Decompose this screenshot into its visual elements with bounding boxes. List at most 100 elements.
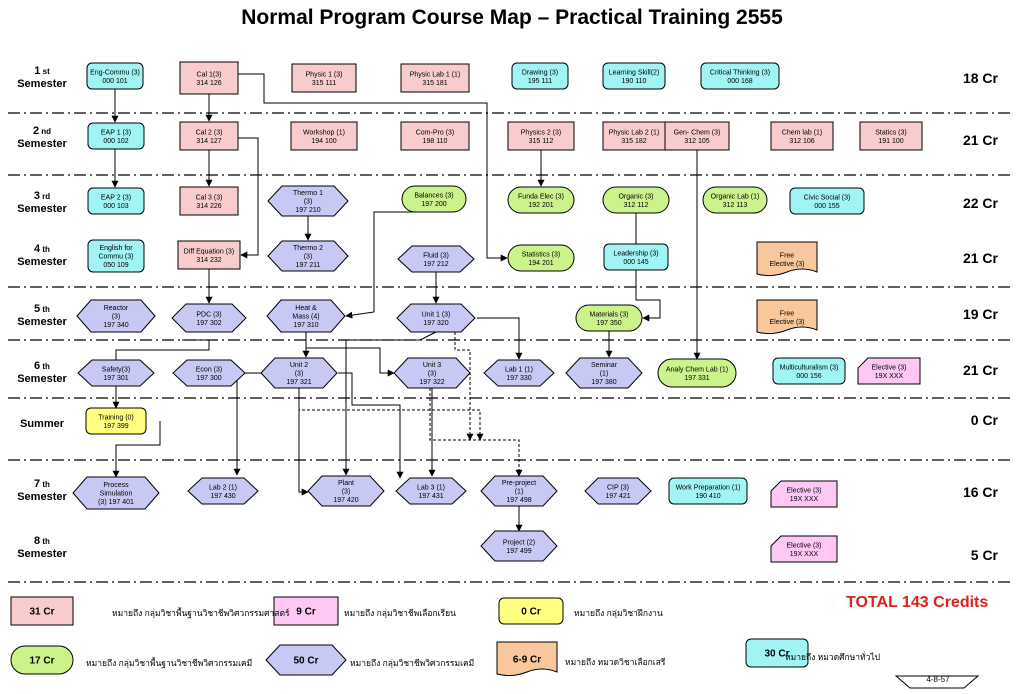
course-training[interactable]: Training (0)197 399	[85, 407, 147, 435]
course-shape	[700, 62, 780, 90]
course-label: Materials (3)	[590, 311, 629, 318]
course-label: Safety(3)	[102, 366, 130, 373]
course-elective7[interactable]: Elective (3)19X XXX	[770, 480, 838, 508]
course-label: English for	[99, 245, 133, 252]
course-shape	[602, 121, 666, 151]
semester-credits: 21 Cr	[962, 362, 998, 378]
course-cal1[interactable]: Cal 1(3)314 126	[179, 61, 239, 95]
course-materials[interactable]: Materials (3)197 350	[575, 304, 643, 332]
course-unit3[interactable]: Unit 3(3)197 322	[393, 357, 471, 389]
course-organic[interactable]: Organic (3)312 112	[602, 186, 670, 214]
course-thermo1[interactable]: Thermo 1(3)197 210	[267, 185, 349, 217]
course-shape	[770, 535, 838, 563]
course-organiclab[interactable]: Organic Lab (1)312 113	[702, 186, 768, 214]
course-project[interactable]: Project (2)197 499	[480, 530, 558, 562]
legend-item: 9 Cr	[273, 596, 339, 626]
course-elective8[interactable]: Elective (3)19X XXX	[770, 535, 838, 563]
course-statics[interactable]: Statics (3)191 100	[859, 121, 923, 151]
course-cal2[interactable]: Cal 2 (3)314 127	[179, 121, 239, 151]
course-fundaelec[interactable]: Funda Elec (3)192 201	[507, 186, 575, 214]
course-shape	[291, 63, 357, 93]
course-label: 197 211	[296, 262, 321, 269]
course-shape	[480, 530, 558, 562]
course-lab3[interactable]: Lab 3 (1)197 431	[395, 477, 467, 505]
course-econ[interactable]: Econ (3)197 300	[172, 359, 246, 387]
course-critical[interactable]: Critical Thinking (3)000 168	[700, 62, 780, 90]
course-label: Unit 2	[290, 362, 308, 369]
course-chemlab[interactable]: Chem lab (1)312 106	[770, 121, 834, 151]
prerequisite-arrow	[635, 213, 661, 322]
course-label: 197 300	[196, 375, 221, 382]
course-fluid[interactable]: Fluid (3)197 212	[397, 245, 475, 273]
course-unit2[interactable]: Unit 2(3)197 321	[260, 357, 338, 389]
legend-credits: 30 Cr	[764, 649, 789, 660]
course-workprep[interactable]: Work Preparation (1)190 410	[668, 477, 748, 505]
course-diffeq[interactable]: Diff Equation (3)314 232	[177, 240, 241, 270]
course-plant[interactable]: Plant(3)197 420	[307, 475, 385, 507]
course-analychem[interactable]: Analy Chem Lab (1)197 331	[657, 358, 737, 388]
course-heatmass[interactable]: Heat &Mass (4)197 310	[266, 299, 346, 333]
course-cip[interactable]: CIP (3)197 421	[584, 477, 652, 505]
course-balances[interactable]: Balances (3)197 200	[401, 185, 467, 213]
course-statistics[interactable]: Statistics (3)194 201	[507, 244, 575, 272]
course-lab2[interactable]: Lab 2 (1)197 430	[187, 477, 259, 505]
course-genchem[interactable]: Gen- Chem (3)312 105	[664, 121, 730, 151]
course-seminar[interactable]: Seminar(1)197 380	[565, 357, 643, 389]
legend-swatch	[745, 638, 809, 668]
course-label: Elective (3)	[786, 542, 821, 549]
prerequisite-arrow	[345, 211, 434, 319]
course-shape	[857, 357, 921, 385]
course-reactor[interactable]: Reactor(3)197 340	[76, 299, 156, 333]
course-learning[interactable]: Learning Skill(2)190 110	[602, 62, 666, 90]
course-label: 197 399	[103, 423, 128, 430]
course-physiclab2[interactable]: Physic Lab 2 (1)315 182	[602, 121, 666, 151]
course-leadership[interactable]: Leadership (3)000 145	[603, 243, 669, 271]
course-label: 000 102	[103, 138, 128, 145]
course-pdc[interactable]: PDC (3)197 302	[171, 303, 247, 333]
course-safety[interactable]: Safety(3)197 301	[77, 359, 155, 387]
course-multicult[interactable]: Multiculturalism (3)000 156	[772, 357, 846, 385]
course-label: Physics 2 (3)	[521, 129, 561, 136]
semester-credits: 21 Cr	[962, 250, 998, 266]
course-eap2[interactable]: EAP 2 (3)000 103	[87, 187, 145, 215]
course-label: 194 100	[311, 138, 336, 145]
course-compro[interactable]: Com-Pro (3)198 110	[400, 121, 470, 151]
course-label: Balances (3)	[414, 192, 453, 199]
course-engcommu[interactable]: Eng-Commu (3)000 101	[86, 62, 144, 90]
semester-name: Summer	[19, 418, 65, 430]
course-shape	[584, 477, 652, 505]
course-shape	[290, 121, 358, 151]
course-label: (3)	[304, 199, 313, 206]
course-cal3[interactable]: Cal 3 (3)314 226	[179, 186, 239, 216]
course-label: CIP (3)	[607, 484, 629, 491]
course-label: Simulation	[100, 491, 133, 498]
course-eap1[interactable]: EAP 1 (3)000 102	[87, 122, 145, 150]
semester-name: Semester	[17, 548, 67, 560]
course-workshop[interactable]: Workshop (1)194 100	[290, 121, 358, 151]
course-preproject[interactable]: Pre-project(1)197 498	[480, 475, 558, 507]
course-physics2[interactable]: Physics 2 (3)315 112	[507, 121, 575, 151]
course-drawing[interactable]: Drawing (3)195 111	[511, 62, 569, 90]
course-label: (1)	[600, 371, 609, 378]
course-label: 191 100	[878, 138, 903, 145]
course-lab1[interactable]: Lab 1 (1)197 330	[483, 359, 555, 387]
course-label: 312 112	[624, 202, 649, 209]
course-shape	[480, 475, 558, 507]
course-shape	[77, 359, 155, 387]
course-physiclab1[interactable]: Physic Lab 1 (1)315 181	[400, 63, 470, 93]
prerequisite-arrows	[111, 73, 701, 532]
course-thermo2[interactable]: Thermo 2(3)197 211	[267, 240, 349, 272]
course-label: 19X XXX	[790, 496, 819, 503]
course-elective6[interactable]: Elective (3)19X XXX	[857, 357, 921, 385]
course-label: 197 498	[506, 497, 531, 504]
course-physic1[interactable]: Physic 1 (3)315 111	[291, 63, 357, 93]
course-unit1[interactable]: Unit 1 (3)197 320	[396, 303, 476, 333]
course-civic[interactable]: Civic Social (3)000 155	[789, 187, 865, 215]
